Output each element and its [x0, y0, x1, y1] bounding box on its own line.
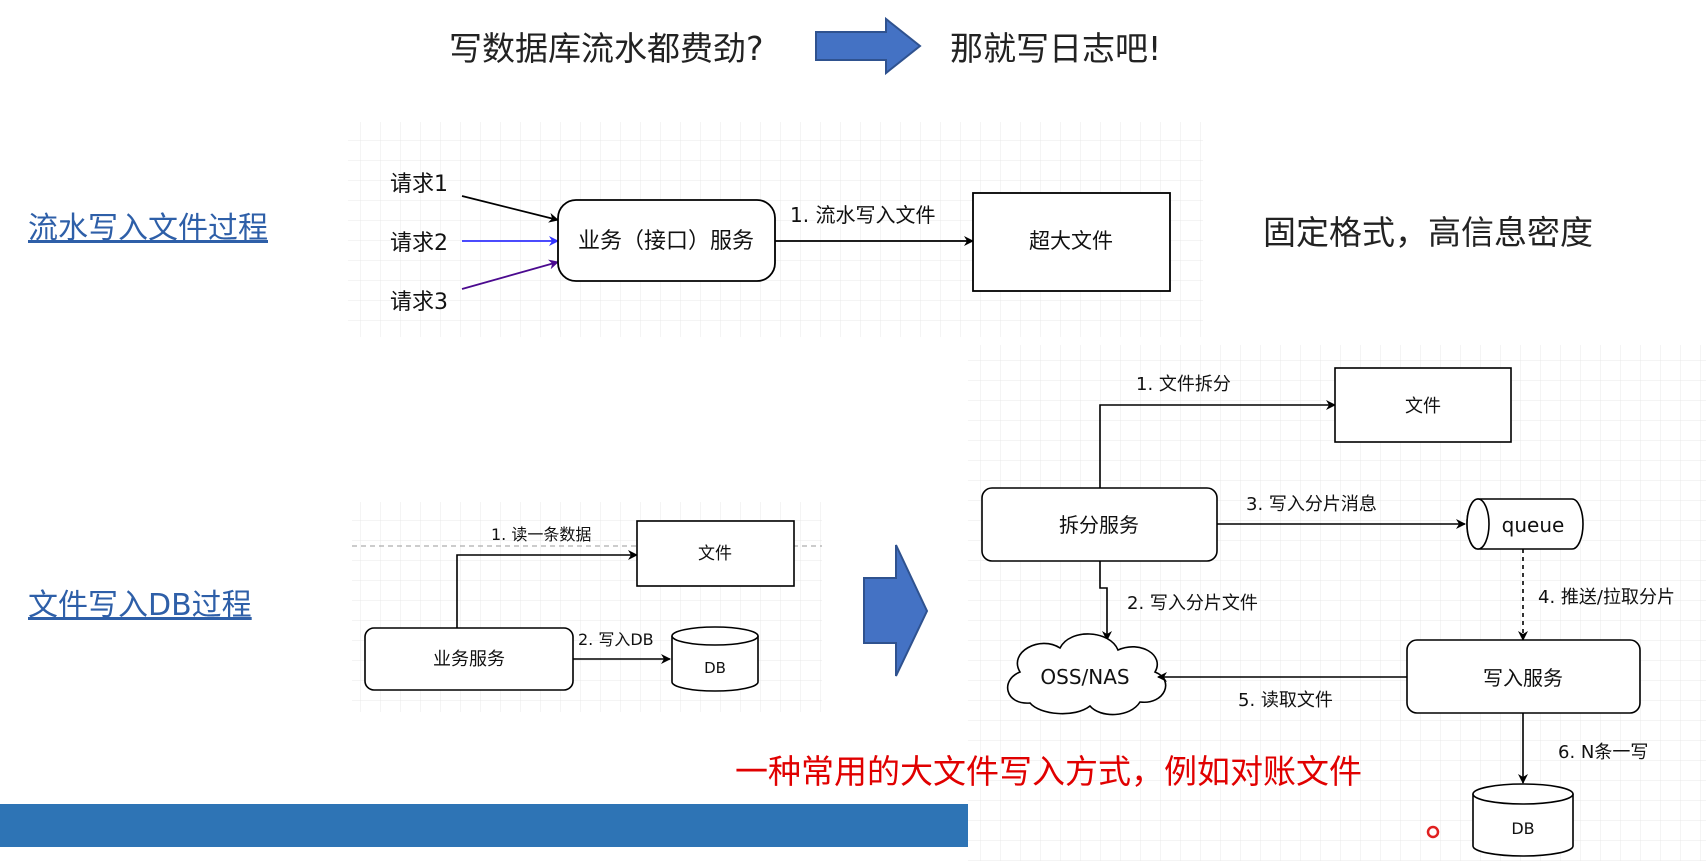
- top-bigfile-label: 超大文件: [1029, 229, 1113, 253]
- right-queue-cylinder: [1466, 498, 1584, 550]
- cursor-indicator-icon: [1426, 825, 1440, 839]
- top-req2: 请求2: [390, 231, 448, 256]
- left-arrow-read: [456, 550, 638, 628]
- right-edge-push: 4. 推送/拉取分片: [1538, 587, 1675, 608]
- header-arrow-icon: [815, 16, 922, 76]
- left-db-cylinder: [671, 626, 759, 692]
- right-arrow-split: [1099, 400, 1336, 488]
- left-db-label: DB: [704, 659, 726, 677]
- right-edge-nwrite: 6. N条一写: [1558, 742, 1648, 763]
- right-arrow-shard-file: [1099, 561, 1112, 641]
- right-diagram: 1. 文件拆分 文件 拆分服务 3. 写入分片消息 queue 2. 写入分片文…: [968, 345, 1706, 861]
- bottom-bar: [0, 804, 968, 847]
- right-write-service-label: 写入服务: [1483, 666, 1563, 690]
- left-diagram: 1. 读一条数据 文件 业务服务 2. 写入DB DB: [352, 502, 822, 712]
- right-edge-split: 1. 文件拆分: [1136, 374, 1231, 395]
- right-edge-shard-file: 2. 写入分片文件: [1127, 593, 1258, 614]
- link-flow-to-file[interactable]: 流水写入文件过程: [28, 211, 268, 246]
- top-arrow-req3: [461, 259, 559, 290]
- top-diagram: 请求1 请求2 请求3 业务（接口）服务 1. 流水写入文件 超大文件: [348, 122, 1203, 337]
- top-service-label: 业务（接口）服务: [578, 229, 754, 254]
- right-edge-read-file: 5. 读取文件: [1238, 690, 1333, 711]
- header-question: 写数据库流水都费劲?: [449, 29, 764, 68]
- top-req3: 请求3: [390, 290, 448, 315]
- link-file-to-db[interactable]: 文件写入DB过程: [28, 588, 252, 623]
- top-arrow-req1: [461, 195, 559, 223]
- right-queue-label: queue: [1502, 513, 1565, 537]
- left-file-box: [636, 520, 795, 587]
- right-oss-cloud-icon: [1006, 633, 1167, 716]
- left-edge-read: 1. 读一条数据: [491, 525, 591, 544]
- top-edge-label: 1. 流水写入文件: [790, 203, 935, 227]
- left-service-label: 业务服务: [433, 649, 505, 670]
- transition-arrow-icon: [863, 544, 929, 677]
- right-file-box: [1334, 367, 1512, 443]
- right-edge-msg: 3. 写入分片消息: [1246, 494, 1377, 515]
- top-note: 固定格式，高信息密度: [1263, 213, 1593, 252]
- top-bigfile-box: [972, 192, 1171, 292]
- right-oss-label: OSS/NAS: [1040, 665, 1129, 689]
- right-split-service-label: 拆分服务: [1059, 513, 1139, 537]
- caption-text: 一种常用的大文件写入方式，例如对账文件: [735, 752, 1362, 791]
- header-answer: 那就写日志吧!: [950, 29, 1161, 68]
- right-db-cylinder: [1472, 783, 1574, 857]
- left-edge-write: 2. 写入DB: [578, 630, 654, 649]
- right-db-label: DB: [1511, 819, 1534, 838]
- left-file-label: 文件: [698, 544, 732, 564]
- right-file-label: 文件: [1405, 396, 1441, 417]
- top-req1: 请求1: [390, 172, 448, 197]
